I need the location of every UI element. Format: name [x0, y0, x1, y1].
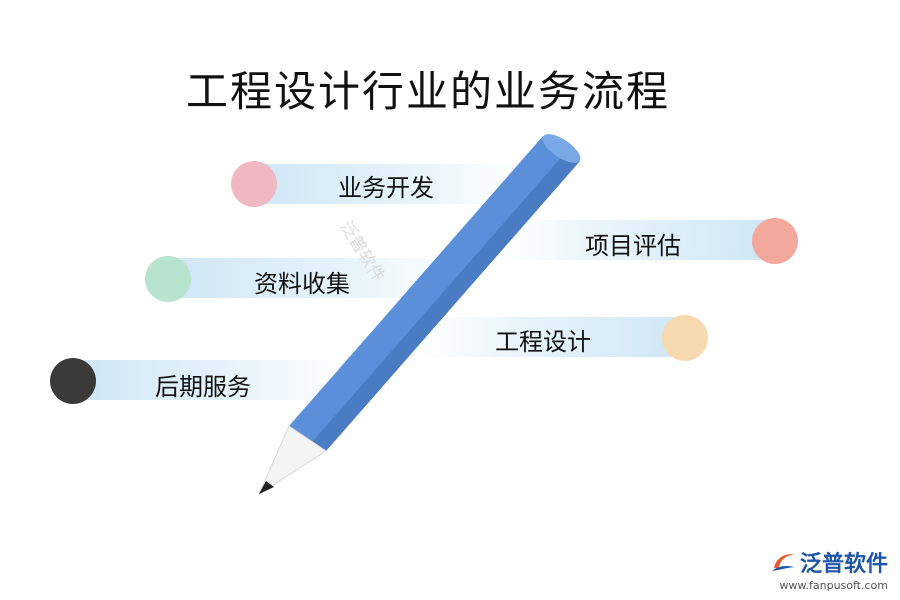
step-dot-data-collection [145, 256, 191, 302]
step-label-project-evaluation: 项目评估 [585, 232, 681, 260]
fanpu-logo-icon [771, 554, 794, 571]
step-bar-engineering-design [420, 317, 690, 357]
step-label-engineering-design: 工程设计 [495, 328, 591, 356]
step-label-business-development: 业务开发 [338, 174, 434, 202]
step-label-after-service: 后期服务 [155, 373, 251, 401]
step-bar-business-development [250, 164, 520, 204]
pencil-end-cap [542, 134, 581, 163]
step-dot-project-evaluation [752, 218, 798, 264]
step-bar-project-evaluation [500, 220, 780, 260]
pencil-body [289, 136, 580, 451]
step-bar-after-service [70, 360, 350, 400]
brand-url: www.fanpusoft.com [779, 579, 888, 592]
brand-name: 泛普软件 [799, 552, 888, 577]
step-dot-business-development [231, 161, 277, 207]
pencil-lead [259, 481, 274, 494]
step-dot-engineering-design [662, 315, 708, 361]
step-label-data-collection: 资料收集 [254, 270, 350, 298]
diagram-title: 工程设计行业的业务流程 [186, 67, 671, 116]
pencil-body-shade [312, 152, 580, 451]
brand-logo: 泛普软件 www.fanpusoft.com [770, 546, 888, 592]
step-dot-after-service [50, 358, 96, 404]
pencil-tip [257, 425, 327, 496]
